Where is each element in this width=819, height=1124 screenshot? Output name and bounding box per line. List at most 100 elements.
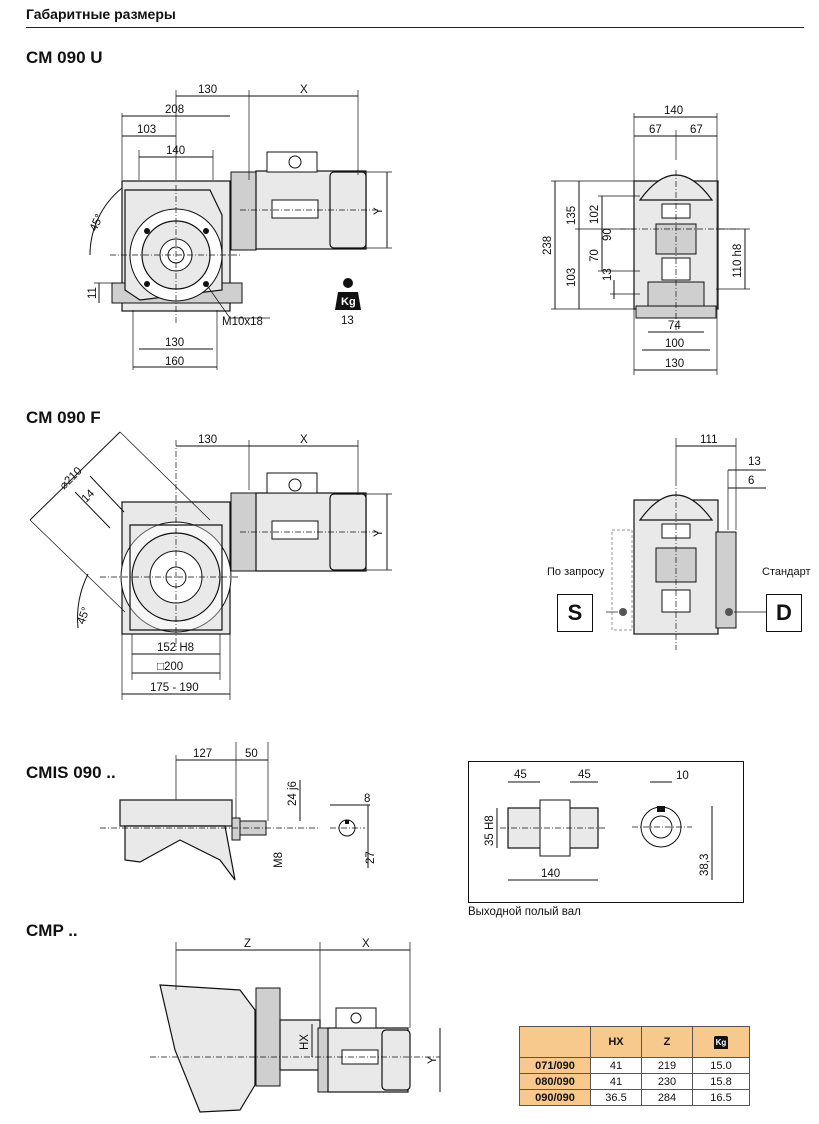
dim-70: 70 [589, 249, 601, 262]
row-hx: 41 [590, 1073, 642, 1090]
cmp-view [150, 984, 440, 1113]
weight-icon: Kg [335, 278, 361, 310]
section-title-cm090u: CM 090 U [26, 48, 103, 67]
header-hx: HX [590, 1026, 642, 1058]
dim-130-bottom-u: 130 [165, 337, 184, 349]
cm090u-side-dims [551, 113, 750, 375]
dim-x-u: X [300, 84, 308, 96]
dim-x-cmp: X [362, 938, 370, 950]
dim-z: Z [244, 938, 251, 950]
row-model: 090/090 [519, 1089, 591, 1106]
title-underline [26, 27, 804, 28]
angle-45-f: 45° [76, 606, 93, 626]
dim-8: 8 [364, 793, 370, 805]
dim-11: 11 [87, 287, 99, 299]
label-on-request: По запросу [547, 566, 605, 578]
dim-90: 90 [602, 228, 614, 241]
dim-13-side: 13 [602, 268, 614, 281]
dim-130-side: 130 [665, 358, 684, 370]
cm090f-front-view [100, 440, 380, 650]
angle-45-u: 45° [88, 212, 106, 233]
dim-103-side: 103 [566, 268, 578, 287]
weight-icon-text: Kg [341, 296, 356, 308]
cmis-dims [175, 742, 370, 868]
cm090u-front-view [110, 151, 380, 325]
dim-38-3: 38,3 [699, 854, 711, 876]
dim-208: 208 [165, 104, 184, 116]
cm090f-side-dims [606, 438, 766, 613]
dim-67-right: 67 [690, 124, 703, 136]
dim-50: 50 [245, 748, 258, 760]
dim-110h8: 110 h8 [732, 244, 744, 278]
cm090f-side-view [611, 480, 737, 650]
hollow-shaft-view [500, 799, 692, 857]
weight-icon-small: Kg [714, 1035, 728, 1049]
weights-table: HX Z Kg 071/090 41 219 15.0 080/090 41 2… [519, 1026, 750, 1106]
section-title-cm090f: CM 090 F [26, 408, 101, 427]
dim-x-f: X [300, 434, 308, 446]
dim-200-square: □200 [157, 661, 183, 673]
dim-238: 238 [542, 236, 554, 255]
label-standard: Стандарт [762, 566, 811, 578]
row-z: 284 [641, 1089, 693, 1106]
hollow-shaft-dims [496, 781, 713, 881]
hollow-shaft-caption: Выходной полый вал [468, 906, 581, 918]
dim-152h8: 152 H8 [157, 642, 194, 654]
table-row: 080/090 41 230 15.8 [519, 1073, 750, 1090]
row-z: 219 [641, 1057, 693, 1074]
dim-74: 74 [668, 320, 681, 332]
dim-103: 103 [137, 124, 156, 136]
dim-140-hollow: 140 [541, 868, 560, 880]
dim-135: 135 [566, 206, 578, 225]
dim-45-right: 45 [578, 769, 591, 781]
header-z: Z [641, 1026, 693, 1058]
dim-y-u: Y [373, 207, 385, 215]
cmis-view [100, 799, 365, 881]
row-kg: 15.0 [692, 1057, 750, 1074]
dim-m8: M8 [273, 852, 285, 868]
dim-111: 111 [700, 434, 717, 446]
dim-102: 102 [589, 205, 601, 224]
row-model: 071/090 [519, 1057, 591, 1074]
row-hx: 41 [590, 1057, 642, 1074]
section-title-cmis: CMIS 090 .. [26, 763, 116, 782]
table-corner [519, 1026, 591, 1058]
dim-27: 27 [365, 851, 377, 864]
table-row: 090/090 36.5 284 16.5 [519, 1089, 750, 1106]
cm090u-front-dims [89, 90, 392, 370]
weight-value-u: 13 [341, 315, 354, 327]
row-hx: 36.5 [590, 1089, 642, 1106]
dim-140-u: 140 [166, 145, 185, 157]
cmp-dims [175, 942, 441, 1092]
option-s-box: S [557, 594, 593, 632]
hollow-shaft-frame [468, 761, 744, 903]
row-kg: 16.5 [692, 1089, 750, 1106]
row-model: 080/090 [519, 1073, 591, 1090]
dim-127: 127 [193, 748, 212, 760]
dim-10: 10 [676, 770, 689, 782]
dim-100: 100 [665, 338, 684, 350]
thread-label: M10x18 [222, 316, 263, 328]
dim-140-side: 140 [664, 105, 683, 117]
cm090u-side-view [620, 170, 740, 330]
dim-13-f: 13 [748, 456, 761, 468]
row-z: 230 [641, 1073, 693, 1090]
row-kg: 15.8 [692, 1073, 750, 1090]
dim-45-left: 45 [514, 769, 527, 781]
dim-67-left: 67 [649, 124, 662, 136]
dim-hx: HX [299, 1034, 311, 1050]
dim-14: 14 [80, 487, 98, 505]
dim-6-f: 6 [748, 475, 754, 487]
option-d-box: D [766, 594, 802, 632]
dim-160: 160 [165, 356, 184, 368]
dim-y-cmp: Y [427, 1056, 439, 1064]
dim-130-u: 130 [198, 84, 217, 96]
dim-24j6: 24 j6 [287, 781, 299, 806]
dim-35h8: 35 H8 [484, 815, 496, 846]
section-title-cmp: CMP .. [26, 921, 78, 940]
dim-d210: ⌀210 [58, 465, 85, 492]
cm090f-front-dims [29, 431, 392, 700]
dim-175-190: 175 - 190 [150, 682, 199, 694]
table-row: 071/090 41 219 15.0 [519, 1057, 750, 1074]
